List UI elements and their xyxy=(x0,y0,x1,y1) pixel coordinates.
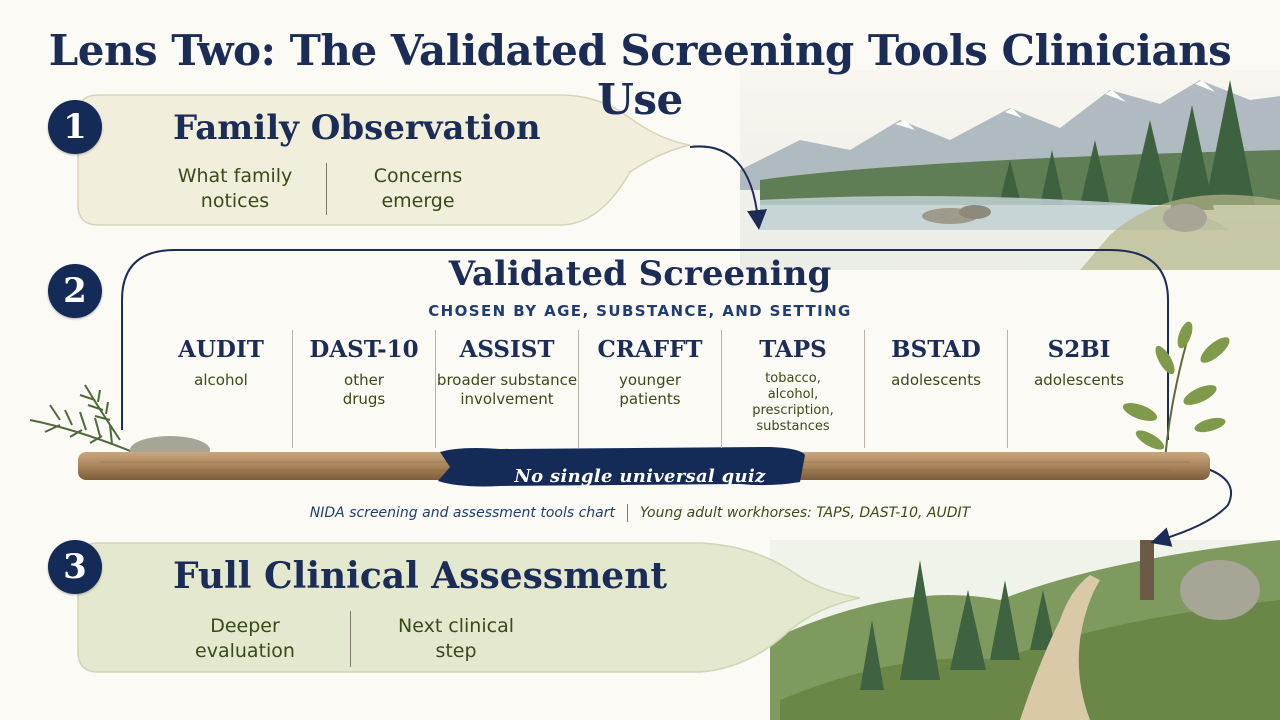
source-note-right: Young adult workhorses: TAPS, DAST-10, A… xyxy=(640,505,971,521)
tool-description: adolescents xyxy=(1034,371,1124,389)
note-brush-banner xyxy=(438,447,805,487)
step1-item: Concerns emerge xyxy=(373,165,463,212)
tool-description: tobacco, alcohol, prescription, substanc… xyxy=(752,371,834,434)
forest-trail-illustration xyxy=(770,540,1280,720)
tool-s2bi: S2BI adolescents xyxy=(1007,330,1150,448)
divider xyxy=(326,163,327,215)
step2-frame xyxy=(121,249,1169,440)
step1-panel xyxy=(77,94,691,226)
step3-item: Next clinical step xyxy=(398,615,514,662)
source-notes: NIDA screening and assessment tools char… xyxy=(0,504,1280,522)
step2-number-badge: 2 xyxy=(48,264,102,318)
tool-name: S2BI xyxy=(1047,336,1111,363)
step2-heading: Validated Screening xyxy=(448,254,832,294)
tool-name: DAST-10 xyxy=(309,336,419,363)
source-note-left: NIDA screening and assessment tools char… xyxy=(309,505,616,521)
tool-description: alcohol xyxy=(194,371,248,389)
tool-taps: TAPS tobacco, alcohol, prescription, sub… xyxy=(721,330,864,448)
step3-heading: Full Clinical Assessment xyxy=(173,555,667,597)
screening-tools-row: AUDIT alcohol DAST-10 other drugs ASSIST… xyxy=(150,330,1150,448)
tool-description: younger patients xyxy=(619,371,681,408)
step1-item: What family notices xyxy=(177,165,293,212)
tool-name: ASSIST xyxy=(459,336,555,363)
divider xyxy=(350,611,351,667)
step1-heading: Family Observation xyxy=(173,108,541,148)
tool-description: adolescents xyxy=(891,371,981,389)
step2-subheading: CHOSEN BY AGE, SUBSTANCE, AND SETTING xyxy=(428,302,852,320)
step1-items: What family notices Concerns emerge xyxy=(160,163,493,215)
tool-dast-10: DAST-10 other drugs xyxy=(292,330,435,448)
tool-description: other drugs xyxy=(342,371,386,408)
step3-items: Deeper evaluation Next clinical step xyxy=(170,611,531,667)
connector-arrow-2 xyxy=(1150,467,1233,547)
tool-name: BSTAD xyxy=(891,336,981,363)
tool-name: AUDIT xyxy=(178,336,264,363)
tool-audit: AUDIT alcohol xyxy=(150,330,292,448)
page-title: Lens Two: The Validated Screening Tools … xyxy=(48,26,1232,124)
tool-description: broader substance involvement xyxy=(436,371,578,408)
tool-name: CRAFFT xyxy=(597,336,703,363)
connector-arrow-1 xyxy=(689,145,767,230)
divider xyxy=(627,504,629,522)
no-universal-quiz-note: No single universal quiz xyxy=(514,466,766,487)
tool-crafft: CRAFFT younger patients xyxy=(578,330,721,448)
tool-name: TAPS xyxy=(759,336,827,363)
tool-bstad: BSTAD adolescents xyxy=(864,330,1007,448)
step3-item: Deeper evaluation xyxy=(195,615,295,662)
step1-number-badge: 1 xyxy=(48,100,102,154)
tool-assist: ASSIST broader substance involvement xyxy=(435,330,578,448)
step3-panel xyxy=(77,542,861,673)
step3-number-badge: 3 xyxy=(48,540,102,594)
pine-branch-decoration xyxy=(29,384,141,456)
leaf-sprig-decoration xyxy=(1122,321,1230,461)
